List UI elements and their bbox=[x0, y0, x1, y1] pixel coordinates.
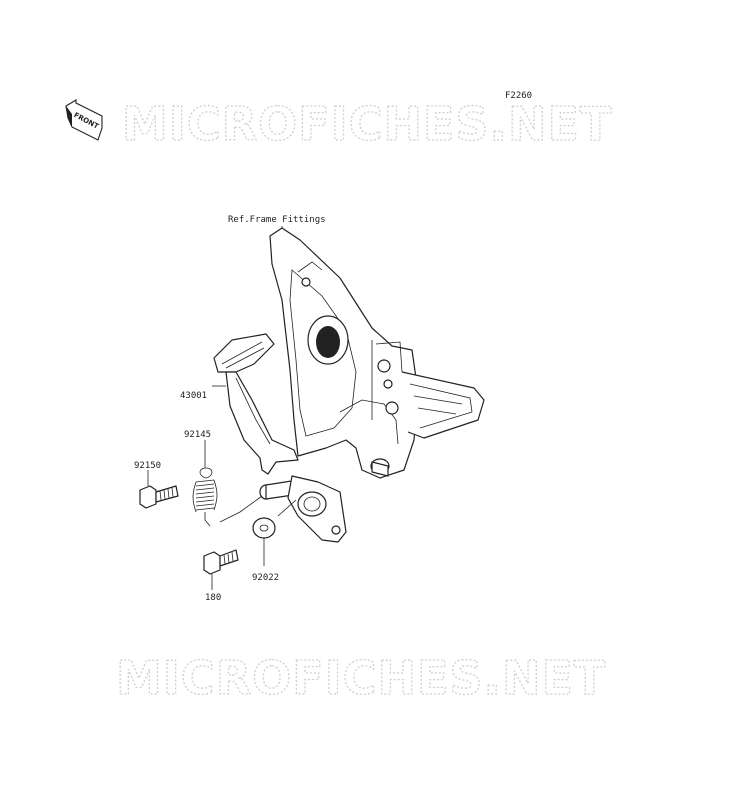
frame-fitting-bracket bbox=[269, 227, 485, 479]
callout-180: 180 bbox=[205, 593, 221, 603]
return-spring-92145 bbox=[192, 467, 218, 527]
washer-92022 bbox=[252, 517, 276, 539]
watermark-top: MICROFICHES.NET bbox=[122, 97, 612, 151]
brake-pedal-43001 bbox=[213, 333, 347, 543]
bolt-180 bbox=[203, 549, 239, 575]
bolt-92150 bbox=[139, 485, 179, 509]
watermark-bottom: MICROFICHES.NET bbox=[116, 651, 606, 705]
callout-43001: 43001 bbox=[180, 391, 207, 401]
callout-92022: 92022 bbox=[252, 573, 279, 583]
callout-92145: 92145 bbox=[184, 430, 211, 440]
front-arrow-icon: FRONT bbox=[65, 99, 103, 141]
callout-92150: 92150 bbox=[134, 461, 161, 471]
figure-code: F2260 bbox=[505, 91, 532, 101]
callout-ref-frame-fittings: Ref.Frame Fittings bbox=[228, 215, 326, 225]
